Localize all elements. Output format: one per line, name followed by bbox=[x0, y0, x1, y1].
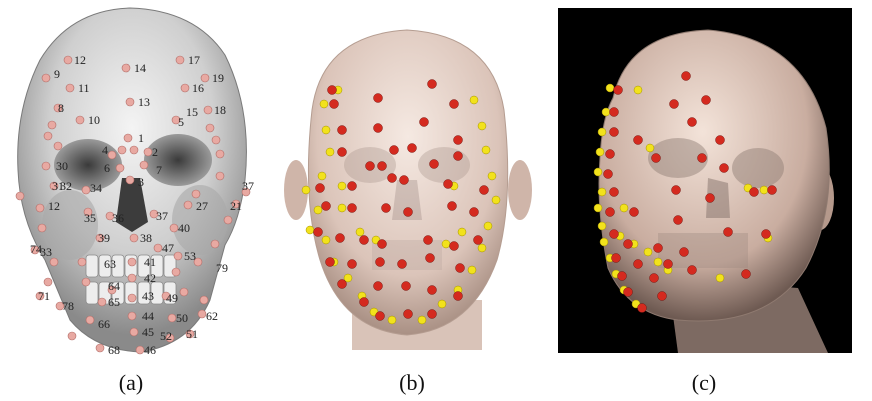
lm-label: 47 bbox=[162, 241, 174, 255]
caption-a: (a) bbox=[101, 370, 161, 396]
lm-label: 63 bbox=[104, 257, 116, 271]
lm-label: 46 bbox=[144, 343, 156, 357]
caption-c: (c) bbox=[674, 370, 734, 396]
lm-label: 16 bbox=[192, 81, 204, 95]
lm-label: 1 bbox=[138, 131, 144, 145]
panel-c-oblique-head bbox=[558, 8, 852, 353]
lm-label: 68 bbox=[108, 343, 120, 357]
lm-label: 3 bbox=[138, 175, 144, 189]
lm-label: 74 bbox=[30, 242, 42, 256]
lm-label: 13 bbox=[138, 95, 150, 109]
lm-label: 10 bbox=[88, 113, 100, 127]
lm-label: 39 bbox=[98, 231, 110, 245]
lm-label: 18 bbox=[214, 103, 226, 117]
lm-label: 30 bbox=[56, 159, 68, 173]
lm-label: 79 bbox=[216, 261, 228, 275]
lm-label: 64 bbox=[108, 279, 120, 293]
lm-label: 11 bbox=[78, 81, 90, 95]
oblique-head-illustration bbox=[558, 8, 852, 353]
lm-label: 6 bbox=[104, 161, 110, 175]
lm-label: 27 bbox=[196, 199, 208, 213]
lm-label: 9 bbox=[54, 67, 60, 81]
lm-label: 42 bbox=[144, 271, 156, 285]
lm-label: 53 bbox=[184, 249, 196, 263]
lm-label: 38 bbox=[140, 231, 152, 245]
lm-label: 35 bbox=[84, 211, 96, 225]
lm-label: 34 bbox=[90, 181, 102, 195]
lm-label: 8 bbox=[58, 101, 64, 115]
lm-label: 19 bbox=[212, 71, 224, 85]
lm-label: 52 bbox=[160, 329, 172, 343]
lm-label: 5 bbox=[178, 115, 184, 129]
lm-label: 12 bbox=[74, 53, 86, 67]
panel-a-skull: 12 17 9 19 14 11 16 13 8 15 18 10 5 1 4 … bbox=[0, 0, 265, 360]
lm-label: 36 bbox=[112, 211, 124, 225]
lm-label: 62 bbox=[206, 309, 218, 323]
frontal-head-illustration bbox=[282, 0, 537, 360]
skull-illustration: 12 17 9 19 14 11 16 13 8 15 18 10 5 1 4 … bbox=[0, 0, 265, 360]
panel-b-frontal-head bbox=[282, 0, 537, 360]
caption-b: (b) bbox=[382, 370, 442, 396]
lm-label: 78 bbox=[62, 299, 74, 313]
lm-label: 65 bbox=[108, 295, 120, 309]
lm-label: 7 bbox=[156, 163, 162, 177]
lm-label: 40 bbox=[178, 221, 190, 235]
lm-label: 15 bbox=[186, 105, 198, 119]
lm-label: 41 bbox=[144, 255, 156, 269]
lm-label: 71 bbox=[38, 289, 50, 303]
lm-label: 51 bbox=[186, 327, 198, 341]
lm-label: 45 bbox=[142, 325, 154, 339]
lm-label: 2 bbox=[152, 145, 158, 159]
lm-label: 12 bbox=[48, 199, 60, 213]
lm-label: 49 bbox=[166, 291, 178, 305]
lm-label: 44 bbox=[142, 309, 154, 323]
lm-label: 32 bbox=[60, 179, 72, 193]
lm-label: 21 bbox=[230, 199, 242, 213]
lm-label: 50 bbox=[176, 311, 188, 325]
lm-label: 37 bbox=[156, 209, 168, 223]
lm-label: 4 bbox=[102, 143, 108, 157]
lm-label: 14 bbox=[134, 61, 146, 75]
lm-label: 17 bbox=[188, 53, 200, 67]
lm-label: 37 bbox=[242, 179, 254, 193]
lm-label: 66 bbox=[98, 317, 110, 331]
lm-label: 43 bbox=[142, 289, 154, 303]
